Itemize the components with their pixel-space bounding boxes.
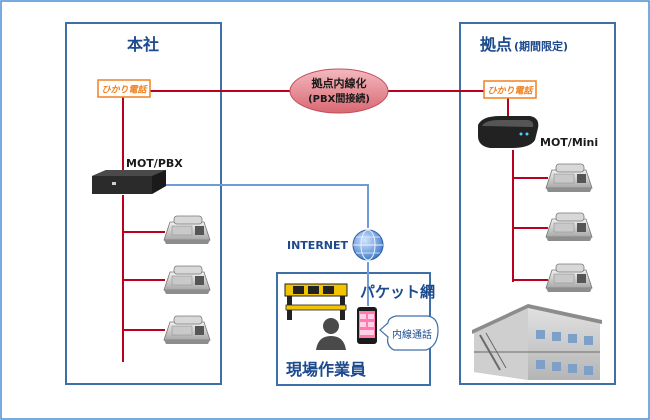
packet-network-label: パケット網: [360, 283, 435, 301]
mot-mini-label: MOT/Mini: [540, 136, 598, 149]
branch-hikari-badge: ひかり電話: [483, 80, 537, 99]
speech-bubble-text: 内線通話: [392, 328, 432, 341]
branch-title-main: 拠点: [480, 35, 512, 54]
internet-globe-icon: [352, 229, 384, 261]
mot-pbx-label: MOT/PBX: [126, 157, 183, 170]
branch-hikari-text: ひかり電話: [487, 86, 534, 97]
smartphone-icon: [357, 307, 377, 344]
branch-title-note: (期間限定): [514, 39, 568, 53]
speech-bubble: 内線通話: [379, 315, 439, 351]
hq-hikari-badge: ひかり電話: [97, 79, 151, 98]
pbx-link-line1: 拠点内線化: [312, 76, 367, 90]
pbx-internet-line: [160, 184, 369, 228]
branch-box: [459, 22, 616, 385]
mot-pbx-device: [92, 170, 166, 194]
prefab-building-icon: [472, 304, 602, 380]
mot-mini-device: [478, 116, 539, 148]
pbx-link-ellipse: 拠点内線化 (PBX間接続): [289, 68, 389, 114]
worker-person-icon: [316, 318, 346, 350]
pbx-link-line2: (PBX間接続): [308, 92, 370, 105]
hq-title: 本社: [127, 35, 159, 54]
hq-box: [65, 22, 222, 385]
branch-title: 拠点(期間限定): [480, 35, 568, 54]
internet-label: INTERNET: [287, 239, 349, 252]
construction-barrier-icon: [284, 283, 348, 320]
worker-label: 現場作業員: [286, 360, 366, 379]
hq-hikari-text: ひかり電話: [101, 85, 148, 96]
